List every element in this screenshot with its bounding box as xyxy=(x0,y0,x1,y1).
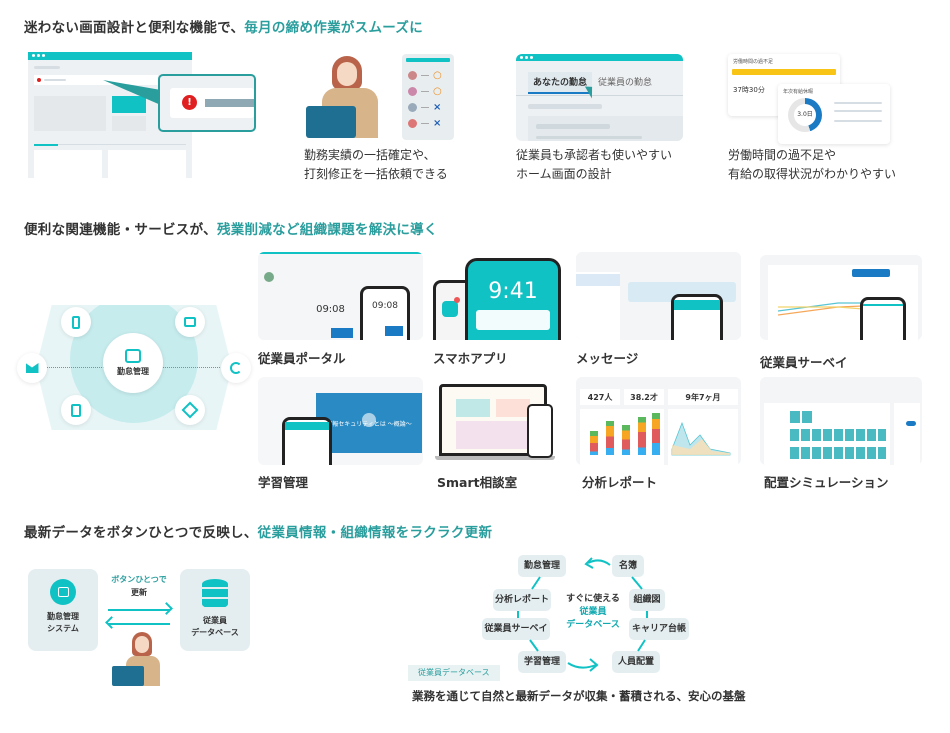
area-chart xyxy=(668,409,738,465)
cycle-node-org-chart: 組織図 xyxy=(629,589,665,611)
cycle-node-attendance: 勤怠管理 xyxy=(518,555,566,577)
tile-message[interactable] xyxy=(576,252,741,340)
tile-label: 学習管理 xyxy=(258,475,309,490)
survey-clipboard-icon xyxy=(61,395,91,425)
attendance-system-icon xyxy=(50,579,76,605)
tab-your-attendance[interactable]: あなたの勤怠 xyxy=(528,72,592,94)
tile-employee-portal[interactable]: 09:08 09:08 xyxy=(258,252,423,340)
cycle-node-directory: 名簿 xyxy=(612,555,644,577)
employee-database-tag: 従業員データベース xyxy=(408,665,500,681)
woman-with-laptop-illustration xyxy=(112,632,162,686)
attendance-system-box: 勤怠管理 システム xyxy=(28,569,98,651)
section1-heading: 迷わない画面設計と便利な機能で、毎月の締め作業がスムーズに xyxy=(24,16,423,36)
cycle-node-learning: 学習管理 xyxy=(518,651,566,673)
window-titlebar xyxy=(28,52,192,60)
approval-list: ○ ○ × × xyxy=(408,68,452,138)
tile-label: 従業員サーベイ xyxy=(760,355,848,370)
bulk-approval-illustration: ○ ○ × × xyxy=(304,52,454,142)
cycle-arrows xyxy=(517,557,648,672)
arrow-left-icon xyxy=(108,623,170,625)
attendance-icon xyxy=(125,349,141,363)
tile-label: 配置シミュレーション xyxy=(764,475,889,490)
report-chart-icon xyxy=(221,353,251,383)
cycle-node-analysis: 分析レポート xyxy=(493,589,551,611)
placement-icon xyxy=(175,395,205,425)
cycle-node-survey: 従業員サーベイ xyxy=(482,618,550,640)
home-screen-illustration: あなたの勤怠 従業員の勤怠 xyxy=(516,54,683,141)
tile-smartphone-app[interactable]: 9:41 xyxy=(433,258,563,340)
heading-text: 迷わない画面設計と便利な機能で、 xyxy=(24,20,245,36)
tile-placement-simulation[interactable] xyxy=(760,377,922,465)
tile-smart-consultation[interactable] xyxy=(435,384,565,464)
play-icon xyxy=(362,413,376,427)
feature-caption-home: 従業員も承認者も使いやすいホーム画面の設計 xyxy=(516,148,673,181)
arrow-right-icon xyxy=(108,609,170,611)
hub-center-attendance: 勤怠管理 xyxy=(103,333,163,393)
stacked-bar-chart xyxy=(580,409,664,465)
hub-diagram: 勤怠管理 xyxy=(14,305,254,430)
one-button-update-label: ボタンひとつで 更新 xyxy=(111,575,167,597)
tile-label: 従業員ポータル xyxy=(258,351,346,366)
tile-learning-management[interactable]: 情報セキュリティとは 〜概論〜 xyxy=(258,377,423,465)
cycle-node-placement: 人員配置 xyxy=(612,651,660,673)
feature-caption-hours: 労働時間の過不足や有給の取得状況がわかりやすい xyxy=(728,148,897,181)
database-icon xyxy=(202,579,228,609)
section3-heading: 最新データをボタンひとつで反映し、従業員情報・組織情報をラクラク更新 xyxy=(24,525,493,541)
tile-employee-survey[interactable] xyxy=(760,255,922,340)
error-icon: ! xyxy=(182,95,197,110)
tile-label: Smart相談室 xyxy=(437,475,518,490)
section3-footer-text: 業務を通じて自然と最新データが収集・蓄積される、安心の基盤 xyxy=(412,689,746,703)
tile-label: 分析レポート xyxy=(582,475,658,490)
cycle-node-career: キャリア台帳 xyxy=(629,618,689,640)
employee-database-cycle: 勤怠管理 名簿 分析レポート 組織図 従業員サーベイ キャリア台帳 学習管理 人… xyxy=(400,555,700,685)
work-hours-cards-illustration: 労働時間の過不足 37時30分 年次有給休暇 3.0日 xyxy=(728,54,898,144)
laptop-icon xyxy=(306,106,356,138)
message-icon xyxy=(17,353,47,383)
heading-accent-text: 毎月の締め作業がスムーズに xyxy=(244,20,423,36)
cursor-icon xyxy=(584,83,598,99)
tile-label: メッセージ xyxy=(576,351,639,366)
tab-employee-attendance[interactable]: 従業員の勤怠 xyxy=(598,78,653,88)
tile-analysis-report[interactable]: 427人 38.2才 9年7ヶ月 xyxy=(576,377,741,465)
section2-heading: 便利な関連機能・サービスが、残業削減など組織課題を解決に導く xyxy=(24,222,438,238)
smartphone-icon xyxy=(61,307,91,337)
app-icon xyxy=(442,301,458,317)
error-screen-illustration: ! xyxy=(28,52,256,178)
elearning-icon xyxy=(175,307,205,337)
employee-database-box: 従業員 データベース xyxy=(180,569,250,651)
tile-label: スマホアプリ xyxy=(433,351,508,366)
feature-caption-bulk: 勤務実績の一括確定や、打刻修正を一括依頼できる xyxy=(304,148,448,181)
